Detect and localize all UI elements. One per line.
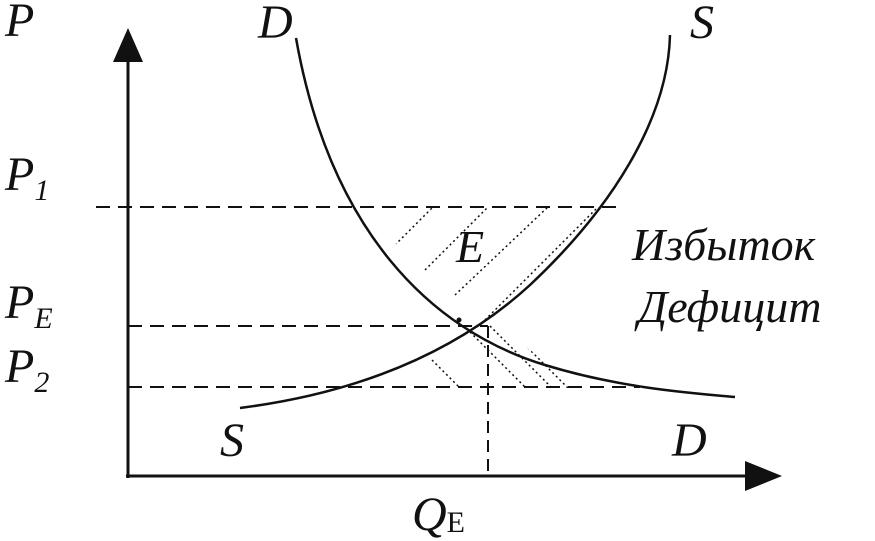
- demand-curve: [294, 37, 736, 399]
- equilibrium-marker-dot: [456, 317, 462, 323]
- supply-label-top: S: [690, 0, 714, 49]
- demand-label-bottom: D: [671, 414, 707, 467]
- quantity-axis-arrow: [745, 461, 782, 491]
- deficit-label: Дефицит: [634, 281, 821, 332]
- surplus-label: Избыток: [631, 219, 816, 270]
- price-axis-label: P: [4, 0, 34, 47]
- p1-label: P1: [4, 148, 49, 207]
- deficit-hatching: [431, 325, 569, 388]
- price-axis-arrow: [113, 28, 143, 62]
- surplus-hatching: [394, 207, 601, 321]
- supply-curve: [239, 34, 672, 410]
- supply-label-bottom: S: [220, 414, 244, 467]
- qe-label: QE: [412, 488, 465, 541]
- equilibrium-label: E: [455, 221, 484, 272]
- demand-label-top: D: [257, 0, 293, 49]
- pe-label: PE: [4, 276, 53, 335]
- p2-label: P2: [4, 340, 49, 399]
